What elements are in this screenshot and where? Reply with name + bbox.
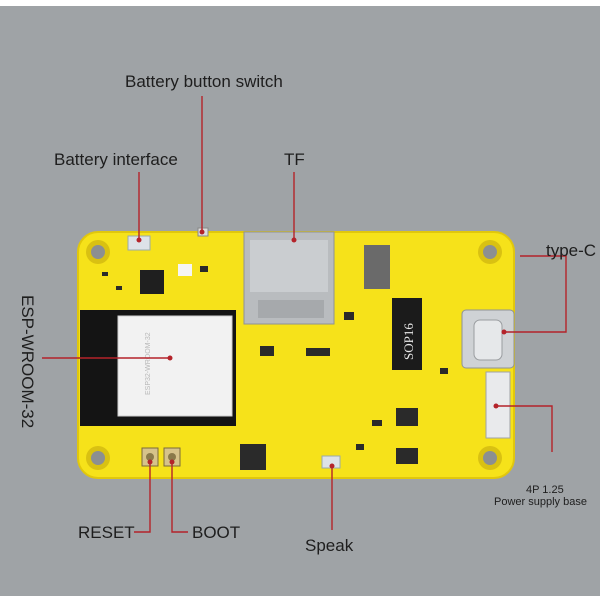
mounting-holes [86, 240, 502, 470]
label-power-base-line1: 4P 1.25 [526, 484, 564, 496]
esp-module-can [117, 315, 233, 417]
label-reset: RESET [78, 523, 135, 542]
sop16-chip [392, 298, 422, 370]
label-battery-switch: Battery button switch [125, 72, 283, 91]
led [178, 264, 192, 276]
label-power-base-line2: Power supply base [494, 496, 587, 508]
label-battery-interface: Battery interface [54, 150, 178, 169]
ic-chip [140, 270, 164, 294]
esp-module-marking: ESP32-WROOM-32 [145, 332, 152, 395]
sop16-label: SOP16 [401, 323, 416, 360]
label-speak: Speak [305, 536, 354, 555]
ic-chip [364, 245, 390, 289]
label-esp-wroom-32: ESP-WROOM-32 [18, 295, 37, 429]
label-boot: BOOT [192, 523, 241, 542]
label-tf: TF [284, 150, 305, 169]
label-type-c: type-C [546, 241, 597, 260]
leader-dots [136, 229, 507, 469]
leader-lines [42, 96, 567, 533]
smd-components [102, 266, 448, 470]
